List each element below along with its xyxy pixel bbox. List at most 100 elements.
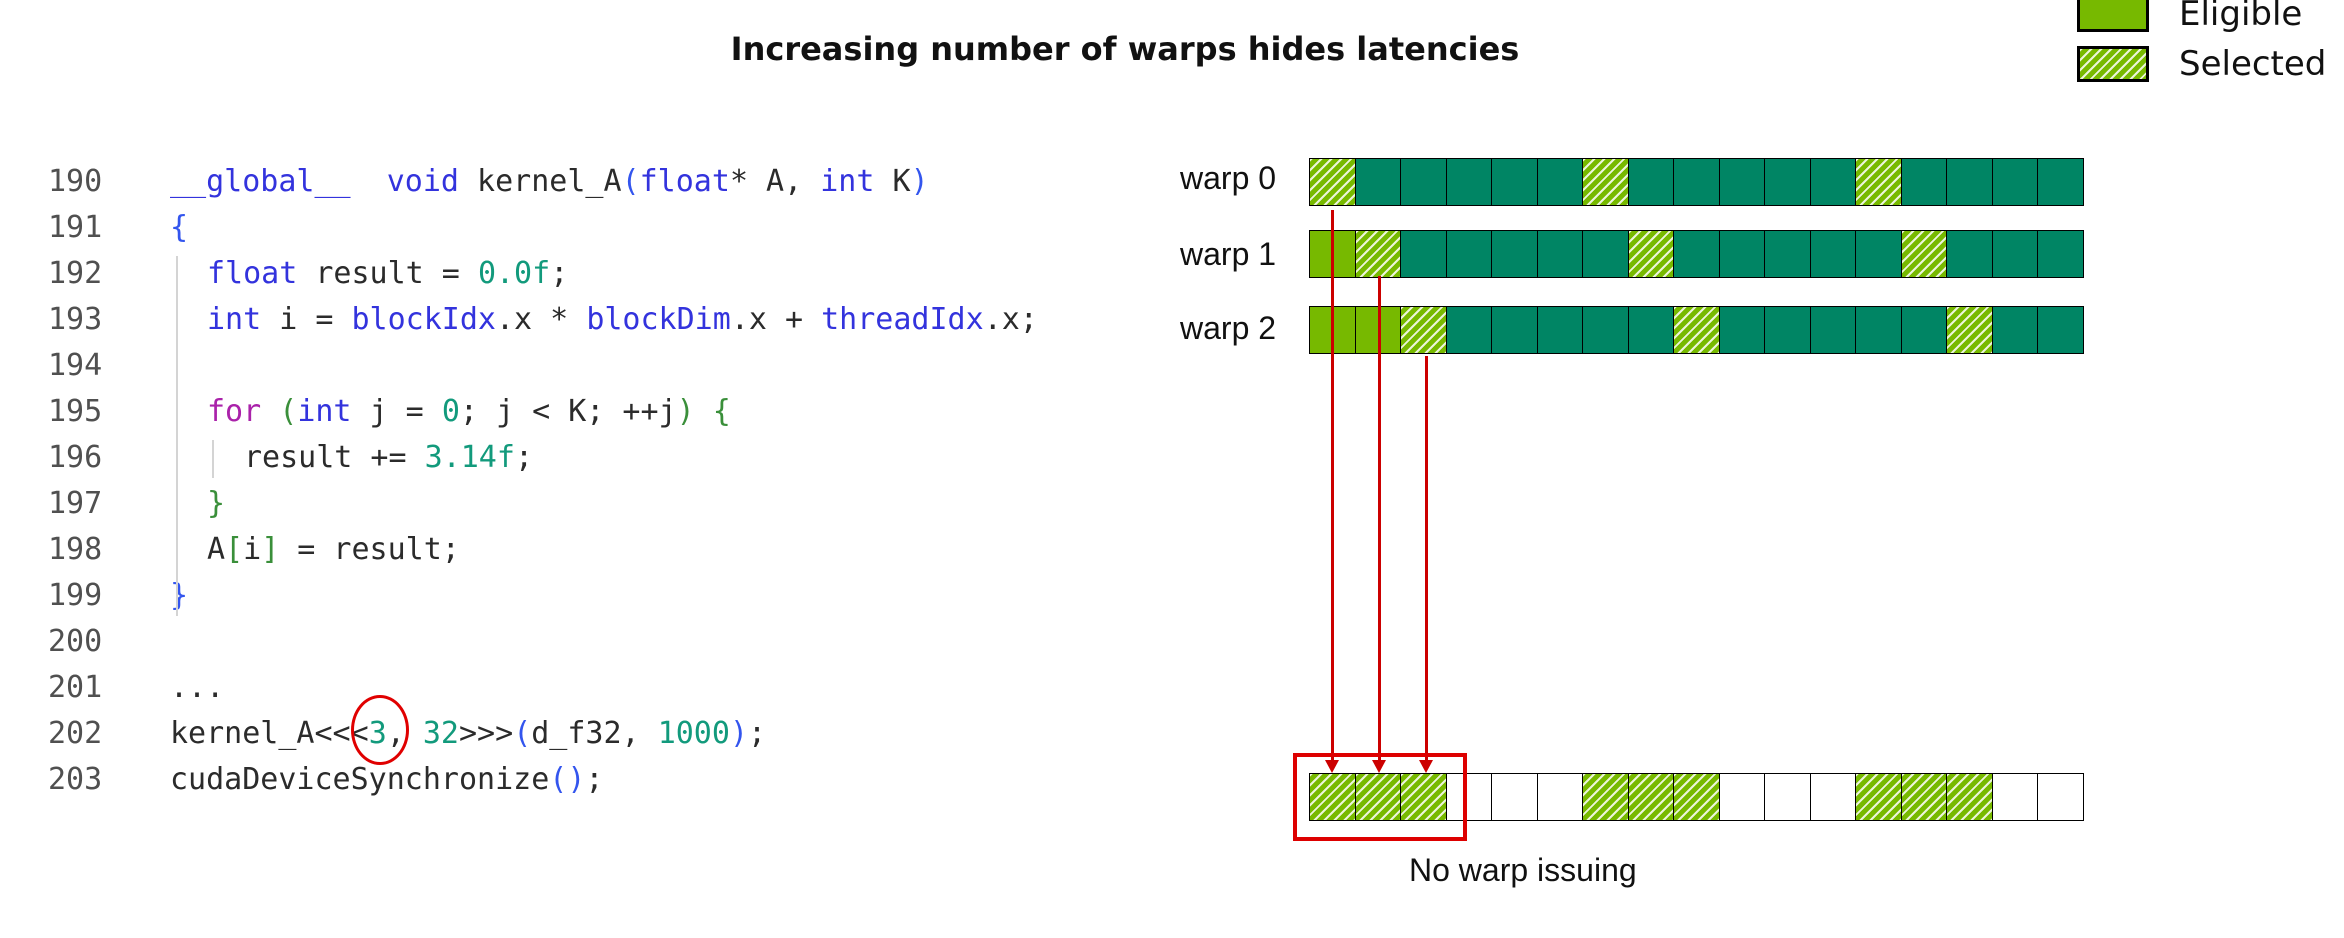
selected-cell xyxy=(1400,306,1447,354)
code-text: __global__ void kernel_A(float* A, int K… xyxy=(170,164,929,199)
arrowhead-warp-1 xyxy=(1372,760,1386,773)
stalled-cell xyxy=(1718,306,1766,354)
highlight-circle xyxy=(351,695,409,765)
idle-cell xyxy=(1764,773,1811,821)
code-text: for (int j = 0; j < K; ++j) { xyxy=(207,394,731,429)
issue-caption: No warp issuing xyxy=(1409,852,1637,888)
selected-cell xyxy=(1673,773,1720,821)
idle-cell xyxy=(1991,773,2039,821)
stalled-cell xyxy=(1900,158,1948,206)
legend-label-eligible: Eligible xyxy=(2179,0,2303,34)
code-token: } xyxy=(207,486,226,521)
code-token: ; xyxy=(585,762,604,797)
stalled-cell xyxy=(1491,230,1538,278)
selected-cell xyxy=(1309,773,1356,821)
stalled-cell xyxy=(1991,158,2039,206)
line-number: 193 xyxy=(48,302,103,337)
stalled-cell xyxy=(2037,158,2084,206)
code-token: () xyxy=(549,762,586,797)
stalled-cell xyxy=(1445,230,1493,278)
code-token: * A, xyxy=(729,164,821,199)
code-token: { xyxy=(712,394,731,429)
stalled-cell xyxy=(2037,230,2084,278)
idle-cell xyxy=(1491,773,1538,821)
legend-label-selected: Selected xyxy=(2179,44,2327,84)
code-token: .x * xyxy=(496,302,587,337)
warp-label: warp 2 xyxy=(1180,310,1277,346)
code-token: float xyxy=(207,256,298,291)
code-token xyxy=(261,394,279,429)
warp-track xyxy=(1309,158,2084,206)
arrow-warp-0 xyxy=(1331,210,1334,763)
code-token: ... xyxy=(170,670,225,705)
stalled-cell xyxy=(1354,158,1402,206)
issue-highlight-box xyxy=(1293,753,1467,841)
line-number: 191 xyxy=(48,210,103,245)
selected-cell xyxy=(1582,773,1629,821)
selected-cell xyxy=(1855,158,1902,206)
code-token: .x + xyxy=(730,302,822,337)
code-text: cudaDeviceSynchronize(); xyxy=(170,762,603,797)
code-text: A[i] = result; xyxy=(207,532,460,567)
line-number: 195 xyxy=(48,394,103,429)
code-token: ) xyxy=(910,164,929,199)
stalled-cell xyxy=(1718,158,1766,206)
warp-track xyxy=(1309,230,2084,278)
stalled-cell xyxy=(1627,158,1675,206)
selected-cell xyxy=(1309,158,1356,206)
code-token: >>> xyxy=(459,716,514,751)
selected-cell xyxy=(1354,773,1402,821)
code-line: 200 xyxy=(0,620,1150,666)
code-token: ( xyxy=(621,164,640,199)
selected-cell xyxy=(1855,773,1902,821)
selected-cell xyxy=(1900,773,1948,821)
line-number: 190 xyxy=(48,164,103,199)
stalled-cell xyxy=(1445,306,1493,354)
code-token: d_f32, xyxy=(531,716,658,751)
code-token: int xyxy=(207,302,262,337)
stalled-cell xyxy=(1627,306,1675,354)
code-token: j = xyxy=(351,394,442,429)
selected-cell xyxy=(1354,230,1402,278)
code-token: result = xyxy=(297,256,478,291)
code-line: 199} xyxy=(0,574,1150,620)
selected-cell xyxy=(1900,230,1948,278)
code-token: 0 xyxy=(441,394,460,429)
code-token: ) xyxy=(729,716,748,751)
legend-item-eligible: Eligible xyxy=(2077,0,2337,36)
code-listing: 190 __global__ void kernel_A(float* A, in… xyxy=(0,160,1150,804)
legend-swatch-eligible xyxy=(2077,0,2149,32)
stalled-cell xyxy=(1764,230,1811,278)
code-token: int xyxy=(820,164,875,199)
idle-cell xyxy=(1718,773,1766,821)
stalled-cell xyxy=(1536,158,1584,206)
warp-label: warp 0 xyxy=(1180,160,1277,196)
code-token: ( xyxy=(513,716,532,751)
selected-cell xyxy=(1946,773,1993,821)
stalled-cell xyxy=(1764,158,1811,206)
code-token xyxy=(351,164,387,199)
stalled-cell xyxy=(1855,230,1902,278)
code-line: 195 for (int j = 0; j < K; ++j) { xyxy=(0,390,1150,436)
arrowhead-warp-0 xyxy=(1325,760,1339,773)
code-token: [ xyxy=(225,532,244,567)
issue-timeline xyxy=(1309,773,2084,821)
code-token: kernel_A<<< xyxy=(170,716,369,751)
code-token: i xyxy=(243,532,262,567)
stalled-cell xyxy=(1809,158,1857,206)
stalled-cell xyxy=(1809,230,1857,278)
code-text: ... xyxy=(170,670,224,705)
selected-cell xyxy=(1627,230,1675,278)
code-text: } xyxy=(207,486,225,521)
code-line: 191{ xyxy=(0,206,1150,252)
line-number: 199 xyxy=(48,578,103,613)
code-token: result += xyxy=(244,440,425,475)
line-number: 192 xyxy=(48,256,103,291)
code-line: 197} xyxy=(0,482,1150,528)
idle-cell xyxy=(1536,773,1584,821)
